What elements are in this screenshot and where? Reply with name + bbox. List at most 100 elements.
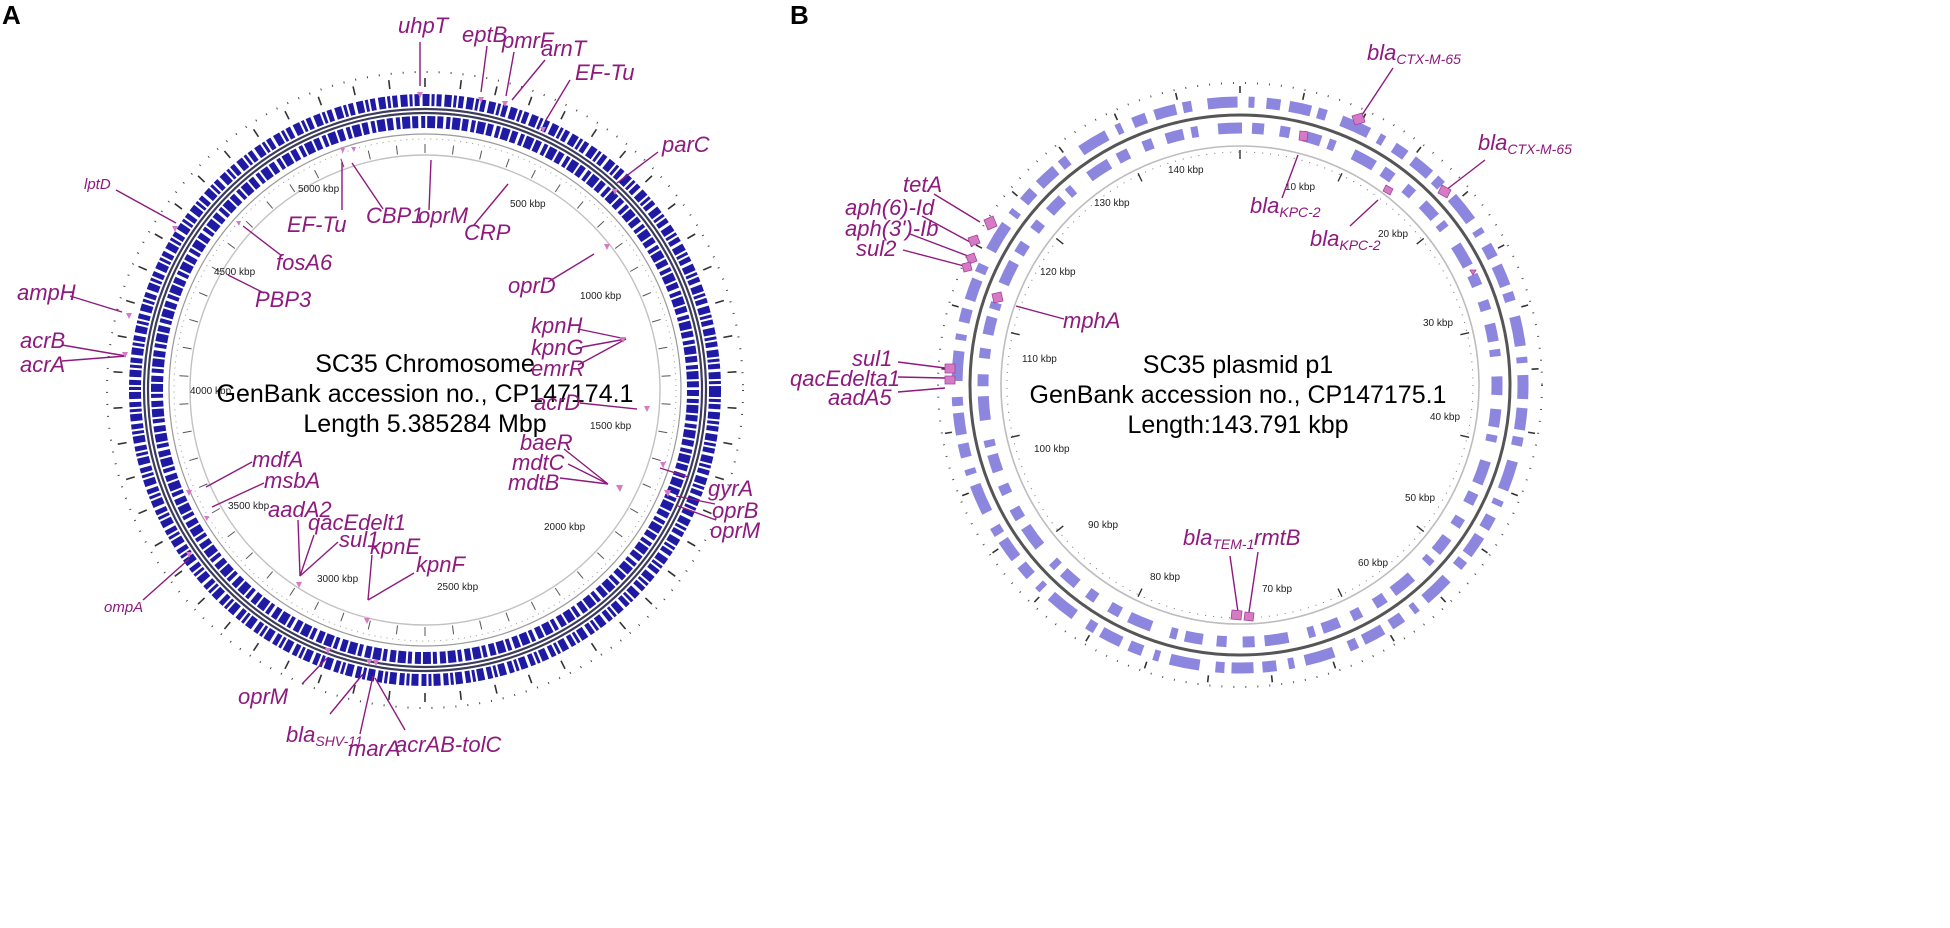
chrom-outer-ticks [113, 78, 737, 702]
chrom-inner-tick [597, 552, 605, 560]
plasmid-tick-100: 100 kbp [1034, 444, 1070, 455]
plasmid-tick-70: 70 kbp [1262, 584, 1292, 595]
plasmid-gene-aph6-Id: aph(6)-Id [845, 195, 935, 220]
chrom-gene-pmrF: pmrF [501, 28, 555, 53]
plasmid-gene-blaCTX-M-65-top: blaCTX-M-65 [1367, 40, 1461, 67]
chrom-inner-tick [395, 145, 398, 155]
plasmid-outer-tick [961, 492, 970, 497]
chrom-gene-fosA6: fosA6 [276, 250, 333, 275]
plasmid-gene-blaCTX-M-65-right: blaCTX-M-65 [1478, 130, 1572, 157]
chrom-gene-sul1: sul1 [339, 527, 379, 552]
chrom-outer-tick [387, 80, 391, 90]
plasmid-outer-tick [1033, 596, 1040, 603]
chrom-inner-tick [554, 587, 561, 596]
chrom-outer-tick [223, 150, 231, 159]
plasmid-outer-tick [1416, 146, 1422, 154]
chrom-inner-tick [661, 375, 671, 377]
plasmid-gene-blaKPC-2-left: blaKPC-2 [1250, 193, 1321, 220]
plasmid-backbone [968, 113, 1512, 657]
plasmid-gene-aadA5: aadA5 [828, 385, 892, 410]
plasmid-reverse-features-ring [977, 122, 1503, 648]
chrom-inner-tick [198, 292, 208, 297]
plasmid-outer-dotted-ring [937, 82, 1543, 688]
plasmid-outer-tick [1521, 304, 1529, 308]
chrom-outer-tick [197, 175, 206, 183]
plasmid-tick-120: 120 kbp [1040, 267, 1076, 278]
chrom-gene-emrR: emrR [531, 356, 585, 381]
chrom-inner-tick [661, 403, 671, 405]
chrom-outer-tick [284, 110, 290, 120]
plasmid-outer-tick [1174, 92, 1179, 100]
chrom-inner-tick [479, 620, 483, 630]
plasmid-tick-130: 130 kbp [1094, 198, 1130, 209]
plasmid-tick-30: 30 kbp [1423, 318, 1453, 329]
plasmid-outer-tick [1301, 92, 1306, 100]
plasmid-outer-tick [1389, 634, 1395, 642]
chrom-outer-tick [667, 203, 676, 210]
chrom-tick-3000: 3000 kbp [317, 574, 359, 585]
chrom-gene-ampH: ampH [17, 280, 76, 305]
chrom-outer-tick [317, 96, 323, 106]
chrom-outer-tick [723, 335, 733, 339]
plasmid-inner-tick-ring [1006, 151, 1474, 619]
chrom-inner-tick [266, 571, 274, 579]
chrom-gene-kpnH: kpnH [531, 313, 582, 338]
chrom-outer-tick [590, 642, 598, 652]
plasmid-outer-tick [1113, 113, 1119, 121]
plasmid-tick-110: 110 kbp [1022, 354, 1057, 365]
plasmid-outer-tick [1270, 675, 1274, 683]
chrom-accession: GenBank accession no., CP147174.1 [217, 380, 634, 408]
plasmid-forward-features-ring [951, 96, 1529, 674]
chrom-gene-uhpT: uhpT [398, 13, 450, 38]
chrom-outer-tick [387, 690, 391, 700]
chrom-outer-tick [117, 441, 127, 445]
chrom-inner-tick [189, 318, 199, 323]
chrom-tick-2500: 2500 kbp [437, 582, 479, 593]
chrom-outer-tick [117, 335, 127, 339]
chrom-gene-mdfA: mdfA [252, 447, 303, 472]
chrom-inner-tick [479, 150, 483, 160]
plasmid-tick-60: 60 kbp [1358, 558, 1388, 569]
plasmid-inner-tick [1010, 434, 1020, 438]
chrom-outer-tick [727, 406, 737, 409]
chrom-outer-tick [494, 86, 498, 96]
chrom-outer-tick [174, 570, 183, 577]
chrom-tick-1500: 1500 kbp [590, 421, 632, 432]
chrom-gene-blaSHV-11: blaSHV-11 [286, 722, 363, 749]
chrom-outer-tick [560, 110, 566, 120]
chrom-inner-tick [189, 457, 199, 462]
chrom-gene-oprM-inner: oprM [418, 203, 469, 228]
chrom-tick-2000: 2000 kbp [544, 522, 586, 533]
chrom-backbone-outer [142, 107, 708, 673]
plasmid-highlighted-features [944, 112, 1477, 622]
chrom-inner-tick [211, 508, 221, 514]
chrom-inner-ring-2 [173, 138, 677, 642]
chrom-inner-tick [289, 587, 296, 596]
chrom-gene-msbA: msbA [264, 468, 320, 493]
chrom-tick-4000: 4000 kbp [190, 386, 232, 397]
plasmid-inner-tick [1137, 172, 1143, 182]
chrom-outer-tick [715, 299, 725, 304]
chrom-inner-ring-1 [168, 133, 682, 647]
plasmid-inner-tick [1337, 172, 1343, 182]
chrom-inner-tick [182, 430, 192, 434]
chrom-outer-tick [352, 86, 356, 96]
plasmid-gene-rmtB: rmtB [1254, 525, 1300, 550]
chrom-gene-EF-Tu-inner: EF-Tu [287, 212, 346, 237]
chrom-inner-tick [642, 483, 652, 488]
plasmid-inner-tick [1010, 332, 1020, 336]
plasmid-tick-140: 140 kbp [1168, 165, 1204, 176]
chrom-gene-lptD: lptD [84, 176, 111, 193]
chrom-gene-kpnG: kpnG [531, 335, 584, 360]
chrom-inner-tick [395, 625, 398, 635]
plasmid-inner-tick [1137, 588, 1143, 598]
chrom-outer-tick [113, 406, 123, 409]
plasmid-outer-tick [975, 244, 983, 249]
chrom-inner-tick [245, 220, 253, 228]
chrom-gene-oprD: oprD [508, 273, 556, 298]
plasmid-title: SC35 plasmid p1 [1143, 351, 1333, 379]
chrom-inner-tick [182, 346, 192, 350]
chrom-outer-tick [125, 299, 135, 304]
plasmid-outer-tick [1528, 431, 1536, 435]
